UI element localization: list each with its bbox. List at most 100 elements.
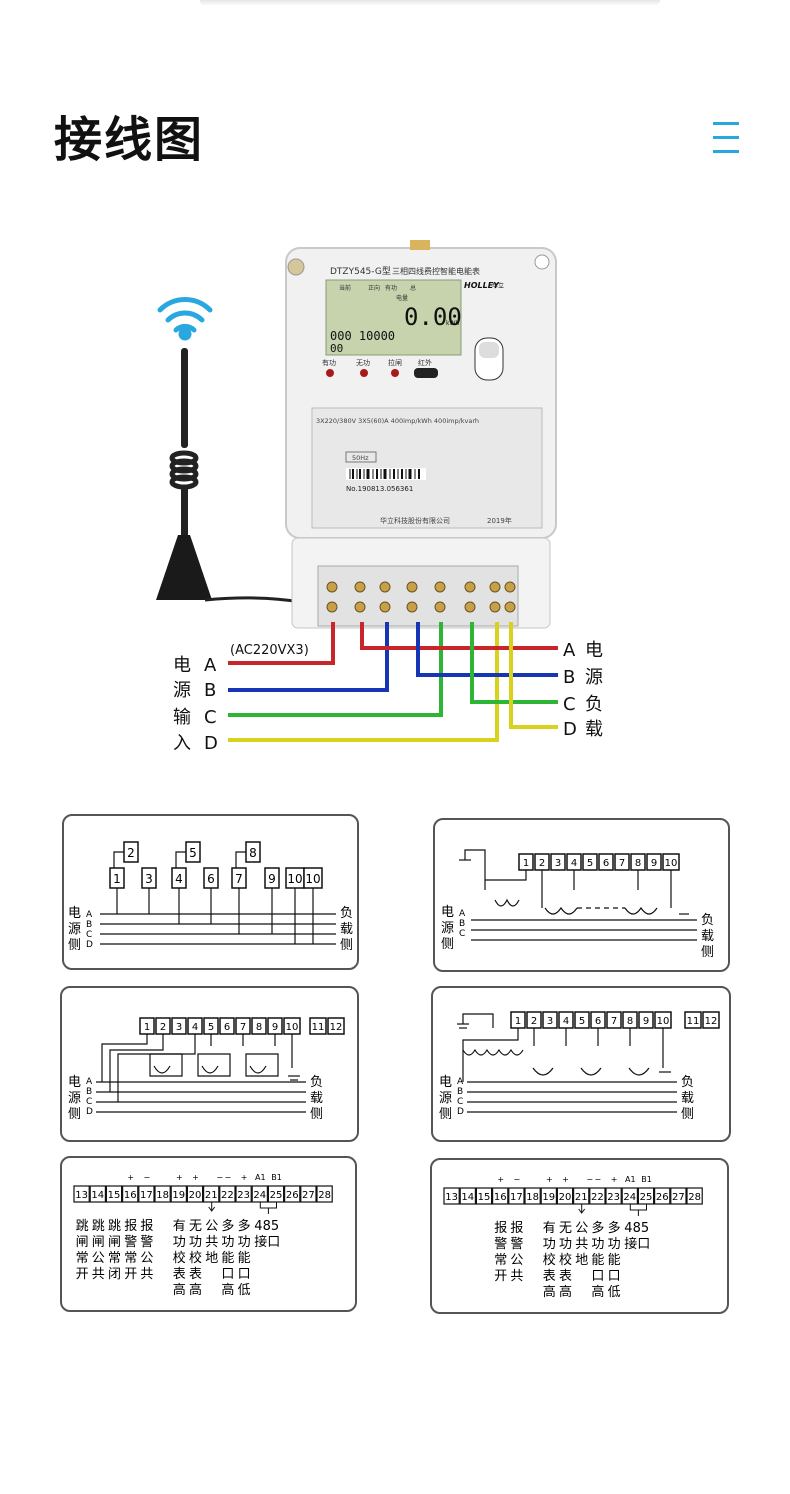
input-phase-a: A	[204, 655, 217, 676]
auxl-label-5-1: 功	[173, 1235, 186, 1250]
d3-bus-d: D	[86, 1107, 93, 1117]
load-char-2: 源	[585, 667, 603, 688]
d4-terminal-6: 6	[595, 1016, 601, 1027]
d2-load-1: 负	[701, 913, 714, 928]
meter-model: DTZY545-G型	[330, 266, 391, 277]
auxr-label-3-1: 功	[559, 1237, 572, 1252]
auxr-485-bracket	[629, 1204, 647, 1216]
lcd-unit: kWh	[446, 320, 459, 327]
d2-src-2: 源	[441, 921, 454, 936]
d4-src-2: 源	[439, 1091, 452, 1106]
d1-terminal-9: 9	[268, 872, 276, 886]
auxr-label-3-0: 无	[559, 1221, 572, 1236]
auxr-label-6-1: 功	[608, 1237, 621, 1252]
input-char-1: 电	[173, 655, 191, 676]
d1-load-2: 载	[340, 922, 353, 937]
auxl-label-5-0: 有	[173, 1219, 186, 1234]
d3-terminal-7: 7	[240, 1022, 246, 1033]
auxl-label-6-0: 无	[189, 1219, 202, 1234]
auxl-terminal-25: 25	[270, 1190, 283, 1201]
auxl-label-6-4: 高	[189, 1282, 202, 1298]
d3-src-3: 侧	[68, 1107, 81, 1122]
brand: HOLLEY	[464, 281, 500, 290]
wiring-diagram-1: 1 3 4 6 7 9 10 10 2 5 8 电 源 侧 负 载 侧	[62, 814, 359, 970]
d2-terminal-10: 10	[665, 858, 678, 869]
d3-bus-b: B	[86, 1087, 92, 1097]
auxl-label-4-2: 公	[140, 1251, 153, 1266]
antenna-icon	[156, 348, 301, 604]
d3-bus-a: A	[86, 1077, 93, 1087]
page-title: 接线图	[54, 112, 205, 168]
auxr-label-5-2: 能	[591, 1253, 604, 1268]
d1-terminal-3: 3	[145, 872, 153, 886]
auxr-label-5-0: 多	[591, 1220, 604, 1236]
auxl-label-8-4: 高	[221, 1282, 234, 1298]
auxr-polarity-25: B1	[641, 1175, 652, 1184]
auxl-polarity-22: −	[225, 1173, 232, 1182]
auxr-label-4-1: 共	[575, 1237, 588, 1252]
d4-terminal-4: 4	[563, 1016, 569, 1027]
output-phase-a: A	[563, 640, 576, 661]
auxr-label-7-1: 接口	[624, 1236, 650, 1252]
auxr-terminal-26: 26	[656, 1192, 669, 1203]
d2-src-3: 侧	[441, 937, 454, 952]
auxl-terminal-20: 20	[189, 1190, 202, 1201]
d4-terminal-12: 12	[705, 1016, 718, 1027]
svg-text:有功: 有功	[385, 284, 397, 292]
auxl-label-2-2: 常	[108, 1251, 121, 1266]
auxl-label-9-2: 能	[238, 1251, 251, 1266]
d1-bus-d: D	[86, 940, 93, 950]
energy-meter: DTZY545-G型 三相四线费控智能电能表 当前 正向 有功 总 电量 0.0…	[285, 240, 557, 629]
auxl-label-3-1: 警	[124, 1234, 137, 1250]
auxr-polarity-17: −	[514, 1175, 521, 1184]
d1-src-2: 源	[68, 922, 81, 937]
d4-src-3: 侧	[439, 1107, 452, 1122]
auxr-polarity-19: +	[546, 1175, 553, 1184]
d3-bus-c: C	[86, 1097, 92, 1107]
auxr-terminal-13: 13	[445, 1192, 458, 1203]
d2-terminal-9: 9	[651, 858, 657, 869]
d2-load-2: 载	[701, 929, 714, 944]
d3-terminal-1: 1	[144, 1022, 150, 1033]
auxr-label-2-0: 有	[543, 1221, 556, 1236]
output-phase-c: C	[563, 694, 576, 715]
auxr-label-0-1: 警	[494, 1236, 507, 1252]
auxr-label-4-0: 公	[575, 1221, 588, 1236]
meter-serial: No.190813.056361	[346, 485, 413, 493]
d2-terminal-6: 6	[603, 858, 609, 869]
auxr-label-3-3: 表	[559, 1269, 572, 1284]
meter-rating: 3X220/380V 3X5(60)A 400imp/kWh 400imp/kv…	[316, 417, 479, 425]
d1-terminal-10a: 10	[287, 872, 302, 886]
d3-terminal-12: 12	[330, 1022, 343, 1033]
input-phase-c: C	[204, 707, 217, 728]
auxl-polarity-21: −	[216, 1173, 223, 1182]
svg-text:红外: 红外	[418, 358, 432, 367]
auxl-label-0-2: 常	[76, 1251, 89, 1266]
d4-terminal-9: 9	[643, 1016, 649, 1027]
auxr-polarity-16: +	[497, 1175, 504, 1184]
d1-load-1: 负	[340, 906, 353, 921]
d1-terminal-7: 7	[235, 872, 243, 886]
auxl-terminal-24: 24	[253, 1190, 266, 1201]
auxr-label-5-4: 高	[591, 1284, 604, 1300]
auxr-label-2-3: 表	[543, 1269, 556, 1284]
meter-year: 2019年	[487, 516, 512, 525]
d4-terminal-10: 10	[657, 1016, 670, 1027]
auxl-label-3-2: 常	[124, 1251, 137, 1266]
d1-src-1: 电	[68, 906, 81, 921]
auxr-terminal-16: 16	[494, 1192, 507, 1203]
d3-terminal-9: 9	[272, 1022, 278, 1033]
auxl-label-4-3: 共	[140, 1267, 153, 1282]
d1-bus-b: B	[86, 920, 92, 930]
menu-icon[interactable]	[713, 122, 739, 156]
wiring-diagram-2: 1 2 3 4 5 6 7 8 9 10 电 源 侧 负	[433, 818, 730, 972]
auxl-label-8-1: 功	[221, 1235, 234, 1250]
d2-bus-a: A	[459, 909, 466, 919]
auxr-terminal-15: 15	[478, 1192, 491, 1203]
meter-wiring-illustration: DTZY545-G型 三相四线费控智能电能表 当前 正向 有功 总 电量 0.0…	[156, 240, 603, 754]
d3-load-1: 负	[310, 1075, 323, 1090]
d2-src-1: 电	[441, 905, 454, 920]
auxr-label-6-3: 口	[608, 1269, 621, 1284]
d3-terminal-4: 4	[192, 1022, 198, 1033]
auxl-label-7-1: 共	[205, 1235, 218, 1250]
